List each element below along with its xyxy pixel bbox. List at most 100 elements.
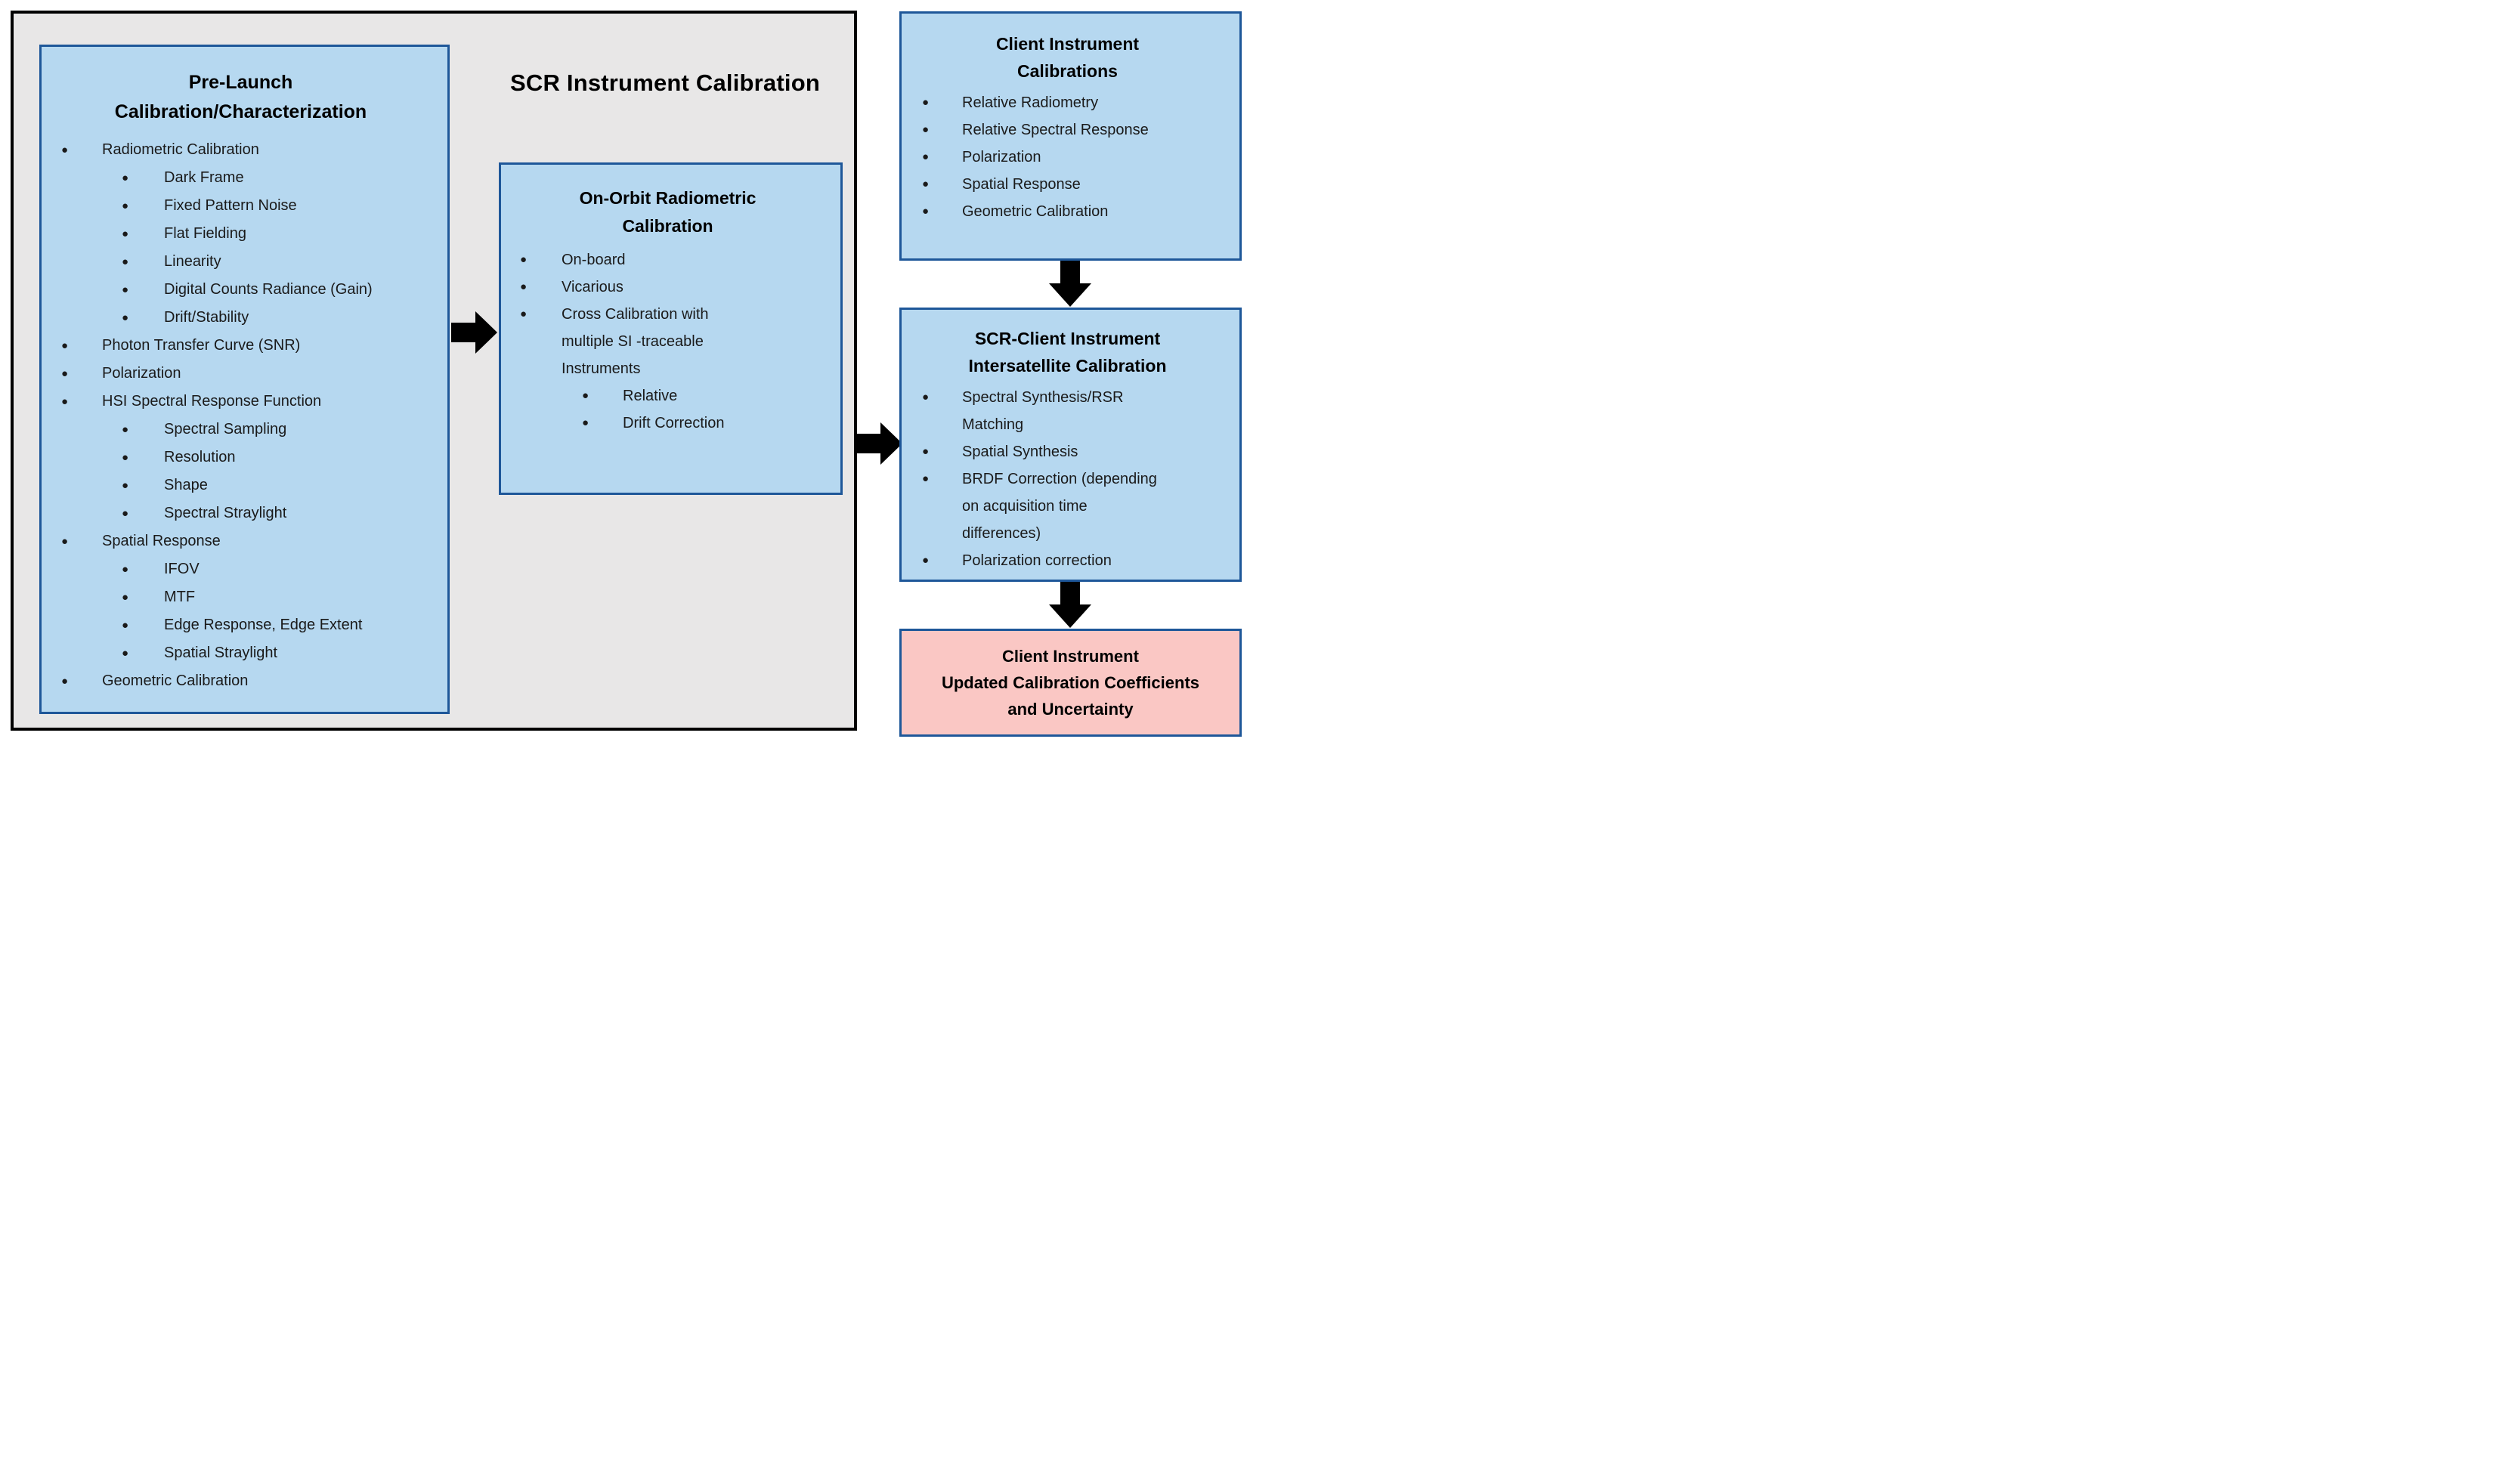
list-item-label: Polarization correction bbox=[962, 552, 1112, 569]
output-box-title: Client Instrument Updated Calibration Co… bbox=[941, 647, 1200, 719]
client-box-title: Client Instrument Calibrations bbox=[995, 34, 1140, 81]
list-item: ● Cross Calibration with multiple SI -tr… bbox=[501, 301, 834, 382]
list-item: ● Spatial Response bbox=[902, 171, 1233, 198]
scr-client-intersatellite-calibration-box: SCR-Client Instrument Intersatellite Cal… bbox=[899, 308, 1242, 582]
arrow-head bbox=[880, 422, 902, 465]
list-item-label: Relative Radiometry bbox=[962, 94, 1099, 111]
list-item-label: Spectral Synthesis/RSR Matching bbox=[962, 389, 1124, 433]
arrow-shaft bbox=[856, 434, 880, 453]
prelaunch-calibration-box: Pre-Launch Calibration/Characterization … bbox=[39, 45, 450, 714]
bullet-icon: ● bbox=[122, 311, 129, 324]
client-item-list: ● Relative Radiometry ● Relative Spectra… bbox=[902, 89, 1233, 225]
list-item-label: Dark Frame bbox=[164, 169, 244, 186]
bullet-icon: ● bbox=[520, 280, 528, 293]
list-item: ● Spectral Synthesis/RSR Matching bbox=[902, 384, 1233, 438]
list-item: ● Shape bbox=[42, 471, 440, 499]
arrow-shaft bbox=[1060, 261, 1080, 283]
list-item-label: HSI Spectral Response Function bbox=[102, 393, 322, 410]
bullet-icon: ● bbox=[122, 647, 129, 660]
list-item-label: Spectral Straylight bbox=[164, 505, 287, 521]
list-item: ● Fixed Pattern Noise bbox=[42, 192, 440, 220]
prelaunch-box-title: Pre-Launch Calibration/Characterization bbox=[114, 72, 367, 122]
list-item: ● Photon Transfer Curve (SNR) bbox=[42, 332, 440, 360]
bullet-icon: ● bbox=[122, 479, 129, 492]
bullet-icon: ● bbox=[922, 178, 930, 190]
list-item: ● Resolution bbox=[42, 444, 440, 471]
list-item: ● MTF bbox=[42, 583, 440, 611]
bullet-icon: ● bbox=[922, 205, 930, 218]
list-item-label: Spatial Synthesis bbox=[962, 444, 1078, 460]
bullet-icon: ● bbox=[922, 391, 930, 403]
list-item-label: Relative bbox=[623, 388, 678, 404]
list-item-label: Relative Spectral Response bbox=[962, 122, 1149, 138]
list-item: ● Spatial Response bbox=[42, 527, 440, 555]
list-item: ● Digital Counts Radiance (Gain) bbox=[42, 276, 440, 304]
list-item-label: Digital Counts Radiance (Gain) bbox=[164, 281, 373, 298]
onorbit-box-title: On-Orbit Radiometric Calibration bbox=[579, 188, 757, 236]
list-item-label: Resolution bbox=[164, 449, 236, 465]
list-item: ● Flat Fielding bbox=[42, 220, 440, 248]
list-item: ● Spectral Straylight bbox=[42, 499, 440, 527]
list-item-label: Linearity bbox=[164, 253, 221, 270]
bullet-icon: ● bbox=[122, 172, 129, 184]
arrow-head bbox=[475, 311, 497, 354]
flow-arrow-down-intersat-to-output bbox=[1048, 582, 1092, 628]
list-item: ● IFOV bbox=[42, 555, 440, 583]
arrow-shaft bbox=[1060, 582, 1080, 604]
bullet-icon: ● bbox=[922, 472, 930, 485]
bullet-icon: ● bbox=[122, 507, 129, 520]
list-item-label: IFOV bbox=[164, 561, 200, 577]
list-item: ● Linearity bbox=[42, 248, 440, 276]
bullet-icon: ● bbox=[922, 150, 930, 163]
list-item-label: Cross Calibration with multiple SI -trac… bbox=[562, 306, 709, 377]
bullet-icon: ● bbox=[922, 554, 930, 567]
bullet-icon: ● bbox=[122, 619, 129, 632]
bullet-icon: ● bbox=[122, 199, 129, 212]
flow-arrow-down-client-to-intersat bbox=[1048, 261, 1092, 307]
list-item: ● Relative bbox=[501, 382, 834, 410]
onorbit-item-list: ● On-board ● Vicarious ● Cross Calibrati… bbox=[501, 246, 834, 437]
bullet-icon: ● bbox=[122, 227, 129, 240]
bullet-icon: ● bbox=[122, 563, 129, 576]
bullet-icon: ● bbox=[61, 395, 69, 408]
list-item-label: Photon Transfer Curve (SNR) bbox=[102, 337, 301, 354]
bullet-icon: ● bbox=[61, 367, 69, 380]
list-item: ● Radiometric Calibration bbox=[42, 136, 440, 164]
list-item-label: Radiometric Calibration bbox=[102, 141, 259, 158]
arrow-head bbox=[1049, 283, 1091, 307]
list-item-label: Flat Fielding bbox=[164, 225, 246, 242]
bullet-icon: ● bbox=[922, 445, 930, 458]
bullet-icon: ● bbox=[61, 535, 69, 548]
bullet-icon: ● bbox=[122, 283, 129, 296]
list-item: ● Drift/Stability bbox=[42, 304, 440, 332]
list-item: ● Vicarious bbox=[501, 274, 834, 301]
flow-arrow-right-group-to-intersat bbox=[856, 422, 902, 465]
bullet-icon: ● bbox=[520, 308, 528, 320]
list-item-label: Polarization bbox=[102, 365, 181, 382]
intersat-item-list: ● Spectral Synthesis/RSR Matching ● Spat… bbox=[902, 384, 1233, 574]
bullet-icon: ● bbox=[61, 339, 69, 352]
intersat-box-title: SCR-Client Instrument Intersatellite Cal… bbox=[968, 329, 1167, 376]
bullet-icon: ● bbox=[61, 675, 69, 688]
list-item: ● Polarization bbox=[902, 144, 1233, 171]
bullet-icon: ● bbox=[122, 451, 129, 464]
list-item-label: MTF bbox=[164, 589, 196, 605]
arrow-head bbox=[1049, 604, 1091, 628]
list-item: ● Spectral Sampling bbox=[42, 416, 440, 444]
list-item: ● Geometric Calibration bbox=[902, 198, 1233, 225]
list-item: ● On-board bbox=[501, 246, 834, 274]
list-item: ● Drift Correction bbox=[501, 410, 834, 437]
bullet-icon: ● bbox=[582, 416, 589, 429]
scr-group-title: SCR Instrument Calibration bbox=[510, 70, 820, 96]
bullet-icon: ● bbox=[922, 123, 930, 136]
client-instrument-calibrations-box: Client Instrument Calibrations ● Relativ… bbox=[899, 11, 1242, 261]
list-item: ● Polarization bbox=[42, 360, 440, 388]
list-item-label: Spatial Response bbox=[962, 176, 1081, 193]
list-item: ● Geometric Calibration bbox=[42, 667, 440, 695]
list-item-label: Drift Correction bbox=[623, 415, 725, 431]
list-item-label: Spatial Response bbox=[102, 533, 221, 549]
list-item-label: Shape bbox=[164, 477, 208, 493]
onorbit-radiometric-calibration-box: On-Orbit Radiometric Calibration ● On-bo… bbox=[499, 162, 843, 495]
arrow-shaft bbox=[451, 323, 475, 342]
bullet-icon: ● bbox=[122, 423, 129, 436]
